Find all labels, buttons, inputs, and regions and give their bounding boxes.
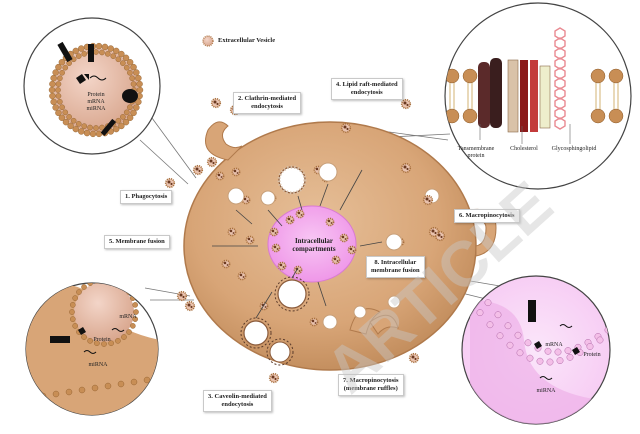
extracellular-vesicle <box>164 177 176 189</box>
extracellular-vesicle <box>184 300 196 312</box>
vesicle-protein-label: Protein <box>87 92 104 98</box>
fusion-mrna-label: mRNA <box>119 314 137 320</box>
extracellular-vesicle <box>325 217 335 227</box>
fusion-protein-label: Protein <box>93 337 110 343</box>
extracellular-vesicle <box>206 156 218 168</box>
extracellular-vesicle <box>237 271 247 281</box>
extracellular-vesicle <box>268 372 280 384</box>
transmembrane-label-2: protein <box>468 153 485 159</box>
extracellular-vesicle <box>277 261 287 271</box>
label-membrane-fusion: 5. Membrane fusion <box>104 235 170 249</box>
extracellular-vesicle <box>176 290 188 302</box>
extracellular-vesicle <box>192 164 204 176</box>
compartment-label-2: compartments <box>292 245 335 253</box>
inset-intracellular-fusion: mRNA Protein miRNA <box>461 275 611 425</box>
legend-vesicle-icon <box>202 35 214 47</box>
extracellular-vesicle <box>340 122 352 134</box>
extracellular-vesicle <box>210 97 222 109</box>
extracellular-vesicle <box>347 245 357 255</box>
inset-lipid-raft: Tansmembrane protein Cholesterol Glycosp… <box>444 2 632 190</box>
arrows <box>212 169 383 319</box>
extracellular-vesicle <box>400 162 412 174</box>
legend-label: Extracellular Vesicle <box>218 37 276 44</box>
extracellular-vesicle <box>215 171 225 181</box>
cholesterol-label: Cholesterol <box>510 146 538 152</box>
vesicle-mrna-label: mRNA <box>87 99 105 105</box>
extracellular-vesicle <box>309 317 319 327</box>
extracellular-vesicle <box>271 243 281 253</box>
extracellular-vesicle <box>293 265 303 275</box>
intracell-mrna-label: mRNA <box>545 342 563 348</box>
intracell-mirna-label: miRNA <box>536 388 556 394</box>
extracellular-vesicle <box>227 227 237 237</box>
inset-membrane-fusion: mRNA Protein miRNA <box>25 282 159 416</box>
extracellular-vesicles <box>164 97 446 384</box>
extracellular-vesicle <box>428 226 440 238</box>
extracellular-vesicle <box>245 235 255 245</box>
inset-vesicle: Protein mRNA miRNA <box>23 17 161 155</box>
label-membrane-ruffles: 7. Macropinocytosis(membrane ruffles) <box>338 374 404 396</box>
extracellular-vesicle <box>339 233 349 243</box>
extracellular-vesicle <box>231 167 241 177</box>
compartment-label-1: Intracellular <box>295 237 333 245</box>
clathrin-pits <box>240 165 310 366</box>
vesicle-mirna-label: miRNA <box>86 106 106 112</box>
extracellular-vesicle <box>400 98 412 110</box>
extracellular-vesicle <box>269 227 279 237</box>
extracellular-vesicle <box>295 209 305 219</box>
macropinosomes <box>227 162 440 330</box>
intracell-protein-label: Protein <box>583 352 600 358</box>
label-macropinocytosis: 6. Macropinocytosis <box>454 209 520 223</box>
fusion-mirna-label: miRNA <box>88 362 108 368</box>
extracellular-vesicle <box>331 255 341 265</box>
intracellular-compartment <box>267 205 357 283</box>
glycosphingolipid-label: Glycosphingolipid <box>552 146 597 152</box>
extracellular-vesicle <box>285 215 295 225</box>
extracellular-vesicle <box>221 259 231 269</box>
extracellular-vesicle <box>422 194 434 206</box>
label-phagocytosis: 1. Phagocytosis <box>120 190 173 204</box>
transmembrane-label-1: Tansmembrane <box>458 146 495 152</box>
extracellular-vesicle <box>408 352 420 364</box>
